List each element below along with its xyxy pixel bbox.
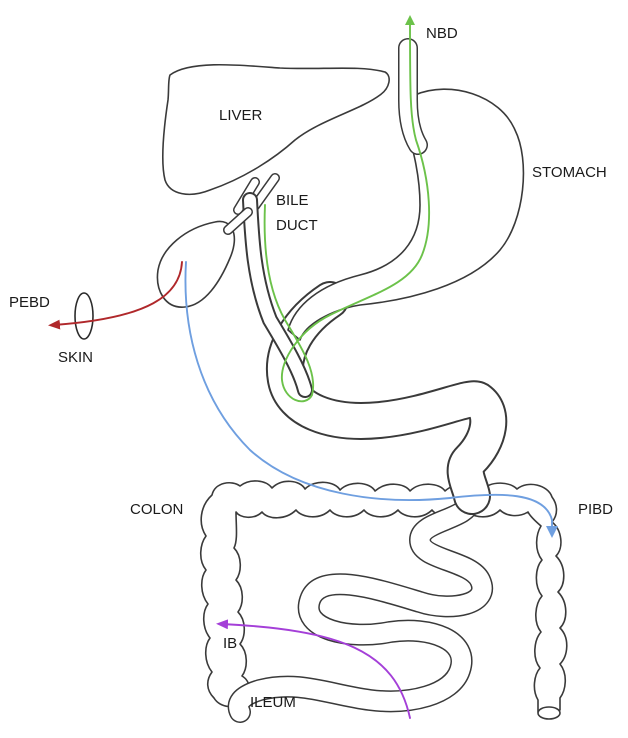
label-nbd: NBD	[426, 25, 458, 42]
label-stomach: STOMACH	[532, 164, 607, 181]
label-liver: LIVER	[219, 107, 263, 124]
label-ileum: ILEUM	[250, 694, 296, 711]
label-ib: IB	[223, 635, 237, 652]
label-pebd: PEBD	[9, 294, 50, 311]
label-pibd: PIBD	[578, 501, 613, 518]
colon-end-cap	[538, 707, 560, 719]
ileum-lumen	[239, 500, 482, 712]
small-intestine	[239, 500, 482, 712]
bile-duct-system	[228, 178, 305, 390]
duodenum-lumen	[285, 300, 488, 496]
label-colon: COLON	[130, 501, 183, 518]
label-bile-duct-line1: BILE	[276, 192, 309, 209]
skin-ring	[75, 293, 93, 339]
label-bile-duct-line2: DUCT	[276, 217, 318, 234]
duodenum	[285, 300, 488, 496]
label-skin: SKIN	[58, 349, 93, 366]
gallbladder	[157, 221, 234, 307]
